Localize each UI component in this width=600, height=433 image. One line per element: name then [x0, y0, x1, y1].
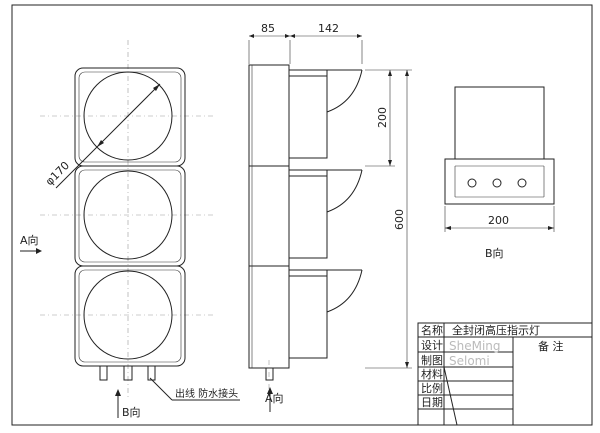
view-a-label-left: A向 [20, 233, 39, 247]
lamp-module-bottom [74, 265, 186, 367]
side-view: 85 142 A向 [248, 22, 412, 412]
dim-side-total: 600 [393, 209, 406, 230]
tb-key-drawn: 制图 [421, 354, 443, 367]
lamp-module-middle [74, 165, 186, 267]
b-view-hole [517, 178, 527, 188]
tb-value-drawn: Selomi [449, 354, 490, 368]
drawing-border [11, 4, 593, 426]
lamp-module-top [74, 67, 186, 167]
tb-remark: 备 注 [538, 339, 564, 353]
tb-key-scale: 比例 [421, 381, 443, 395]
tb-key-material: 材料 [421, 367, 443, 381]
cable-note: 出线 防水接头 [175, 387, 238, 400]
b-view: 200 B向 [444, 86, 555, 260]
view-b-label-bottom: B向 [122, 405, 141, 419]
dim-b-width: 200 [488, 214, 509, 227]
b-view-hole [467, 178, 477, 188]
tb-key-design: 设计 [421, 339, 443, 352]
view-a-label-bottom: A向 [265, 391, 284, 405]
tb-key-name: 名称 [421, 323, 443, 337]
title-block: 名称 设计 制图 材料 比例 日期 全封闭高压指示灯 SheMing Selom… [417, 322, 593, 426]
hood-top [288, 69, 363, 159]
tb-value-name: 全封闭高压指示灯 [452, 323, 540, 337]
front-view: φ170 A向 B向 出线 防水接头 [20, 40, 240, 419]
b-view-hole [492, 178, 502, 188]
dim-top-hood: 142 [318, 22, 339, 35]
tb-value-design: SheMing [449, 339, 501, 353]
diameter-label: φ170 [43, 159, 72, 188]
tb-key-date: 日期 [421, 396, 443, 409]
hood-middle [288, 169, 363, 259]
cable-glands [99, 365, 156, 381]
dim-side-module: 200 [376, 107, 389, 128]
view-b-title: B向 [485, 246, 504, 260]
hood-bottom [288, 269, 363, 359]
dim-top-depth: 85 [261, 22, 275, 35]
